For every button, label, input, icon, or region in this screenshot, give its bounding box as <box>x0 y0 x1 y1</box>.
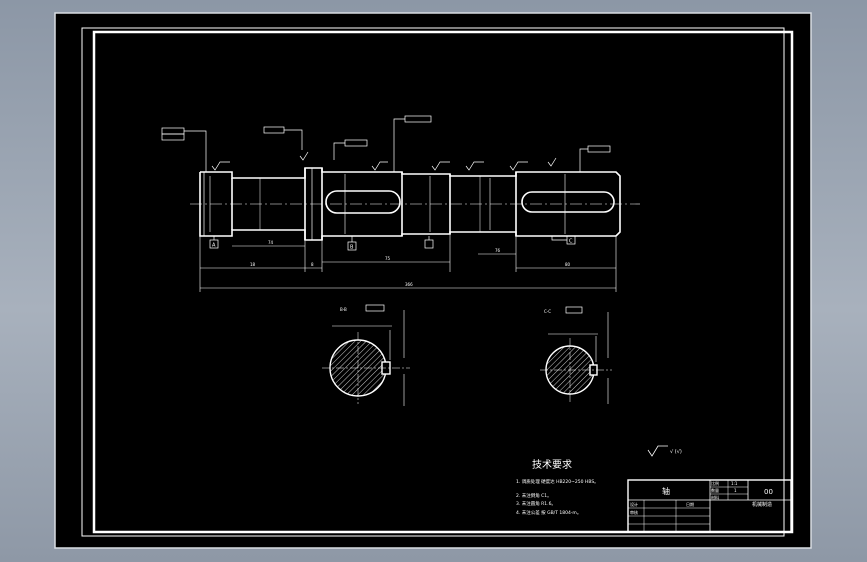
datum-a: A <box>212 243 216 249</box>
tech-req-item-2: 2. 未注倒角 C1。 <box>516 492 552 499</box>
title-scale-label: 比例 <box>711 480 719 486</box>
dim-seg-d: 75 <box>385 256 391 261</box>
tolerance-frames <box>161 115 611 251</box>
dim-seg-b: 74 <box>268 240 274 245</box>
title-material-label: 材料 <box>711 494 719 500</box>
title-drawing-no: 00 <box>764 488 773 496</box>
keyway-left <box>325 190 401 214</box>
datum-c: C <box>569 239 573 245</box>
tech-req-item-3: 3. 未注圆角 R1.6。 <box>516 500 556 507</box>
tech-req-item-1: 1. 调质处理 硬度达 HB220~250 HBS。 <box>516 478 599 485</box>
tech-req-item-4: 4. 未注公差 按 GB/T 1804-m。 <box>516 509 581 516</box>
dim-seg-c: 8 <box>311 262 314 267</box>
section-c-label: C-C <box>544 309 551 314</box>
tech-req-title: 技术要求 <box>532 458 572 471</box>
section-c-view <box>540 306 612 404</box>
title-designer-label: 设计 <box>630 501 638 507</box>
section-b-view <box>322 304 410 406</box>
title-school: 机械制造 <box>752 501 772 508</box>
dimension-lines <box>199 234 617 292</box>
title-scale-value: 1:1 <box>731 481 738 486</box>
title-qty-label: 数量 <box>711 487 719 493</box>
dim-seg-e: 76 <box>495 248 501 253</box>
roughness-note: √ (√) <box>670 449 682 455</box>
inner-frame <box>92 30 794 534</box>
dim-seg-f: 80 <box>565 262 571 267</box>
dim-total: 366 <box>405 282 413 287</box>
outer-frame <box>81 27 785 537</box>
title-date-label: 日期 <box>686 501 694 507</box>
keyway-right <box>521 191 615 213</box>
title-part-name: 轴 <box>662 486 670 496</box>
title-qty-value: 1 <box>734 488 737 493</box>
datum-b: B <box>350 245 354 251</box>
dim-seg-a: 18 <box>250 262 256 267</box>
section-b-label: B-B <box>340 307 347 312</box>
title-checker-label: 审核 <box>630 509 638 515</box>
title-block <box>627 479 792 533</box>
